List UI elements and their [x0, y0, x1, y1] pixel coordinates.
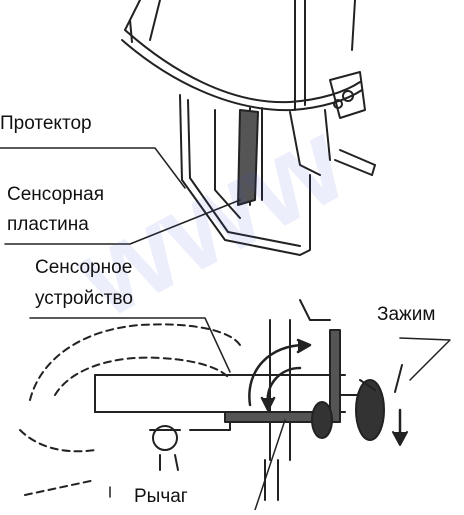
sensor-device-label-line2: устройство	[35, 288, 133, 309]
rotation-arrow-icon	[248, 338, 312, 412]
sensor-device	[19, 299, 346, 501]
protector-frame	[121, 0, 376, 256]
sensor-plate	[237, 109, 259, 206]
protector-label: Протектор	[0, 113, 92, 134]
clamp-label: Зажим	[377, 304, 436, 325]
sensor-plate-label-line1: Сенсорная	[7, 184, 104, 205]
sensor-plate-label-line2: пластина	[7, 214, 89, 235]
clamp-knob-icon	[311, 364, 408, 446]
lever-label: Рычаг	[134, 486, 188, 507]
sensor-device-label-line1: Сенсорное	[35, 257, 133, 278]
leader-lines-upper	[0, 147, 241, 245]
leader-lines-lower	[29, 317, 451, 511]
